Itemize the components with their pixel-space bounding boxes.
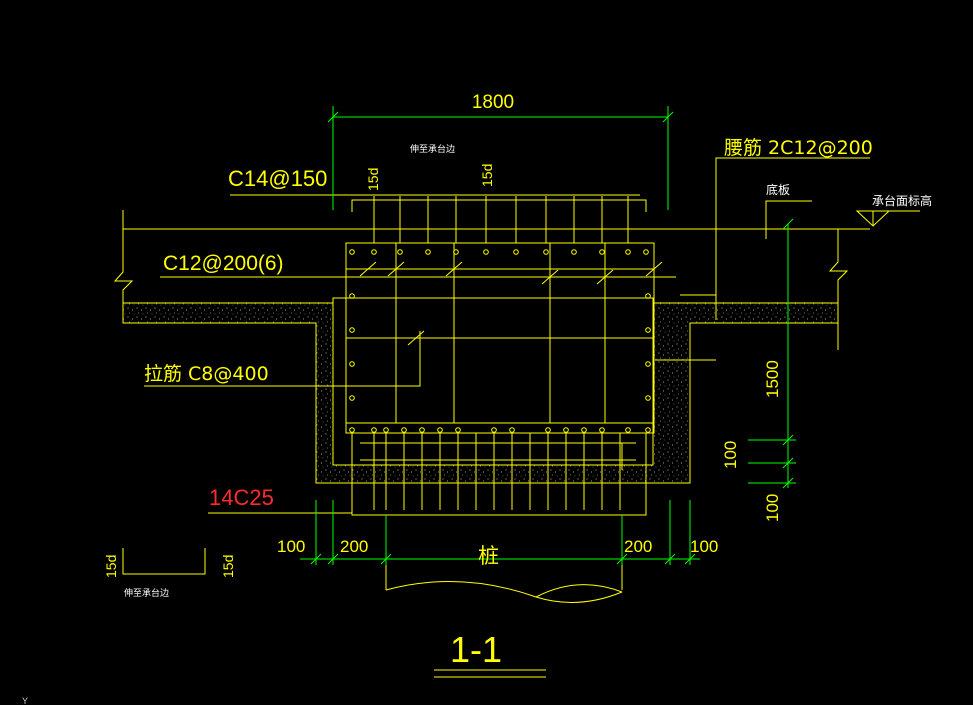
- hook-15d-b: 15d: [479, 164, 495, 187]
- reinforcement-cage: [332, 196, 663, 516]
- dimension-lines: [300, 106, 796, 565]
- dim-left-200: 200: [340, 537, 368, 556]
- pile-label: 桩: [478, 544, 499, 568]
- ucs-mark: Y: [22, 696, 28, 705]
- hook-15d-d: 15d: [220, 555, 236, 578]
- waist-bar-label: 腰筋 2C12@200: [724, 137, 873, 159]
- hook-15d-a: 15d: [365, 168, 381, 191]
- top-width-label: 1800: [472, 92, 514, 113]
- dim-left-100: 100: [277, 537, 305, 556]
- extend-note-left: 伸至承台边: [124, 587, 169, 599]
- bottom-bar-label: 14C25: [209, 485, 274, 510]
- dim-100-a: 100: [721, 441, 740, 469]
- rebar-dots: [349, 249, 651, 433]
- cap-elevation-label: 承台面标高: [872, 193, 932, 208]
- extend-note-top: 伸至承台边: [410, 143, 455, 155]
- top-bar-label: C14@150: [228, 166, 327, 191]
- dim-right-100: 100: [690, 537, 718, 556]
- hook-detail: [122, 548, 206, 575]
- annotation-text: 1800 C14@150 C12@200(6) 拉筋 C8@400 14C25 …: [22, 92, 932, 705]
- leader-lines: [144, 157, 870, 514]
- elevation-marker: [855, 210, 920, 227]
- dim-100-b: 100: [763, 494, 782, 522]
- dim-height-1500: 1500: [763, 360, 782, 398]
- hook-15d-c: 15d: [103, 555, 119, 578]
- dim-right-200: 200: [624, 537, 652, 556]
- tie-bar-label: 拉筋 C8@400: [144, 363, 269, 385]
- section-title-underline: [434, 669, 546, 678]
- section-title: 1-1: [450, 629, 502, 670]
- ground-lines: [113, 210, 870, 350]
- bottom-slab-label: 底板: [766, 182, 790, 197]
- side-bar-label: C12@200(6): [163, 252, 284, 275]
